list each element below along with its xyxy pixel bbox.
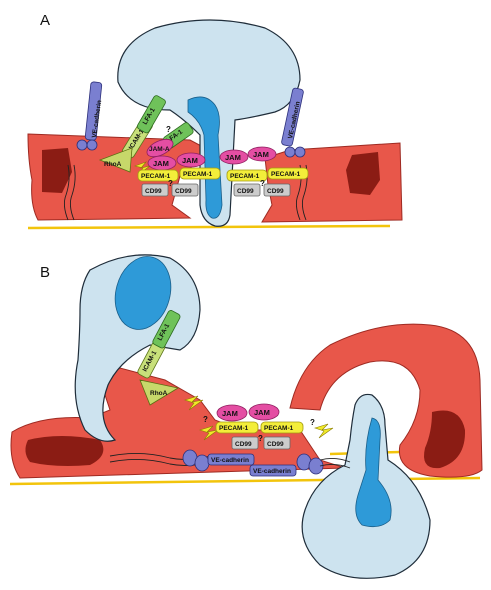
svg-text:?: ? [258,434,263,443]
endothelial-cell-right-a [262,143,402,222]
svg-text:CD99: CD99 [237,188,254,195]
panel-a-label: A [40,12,50,29]
ve-cadherin-label-b-1: VE-cadherin [211,457,249,464]
svg-text:RhoA: RhoA [104,161,122,168]
ve-cadherin-label-b-2: VE-cadherin [253,468,291,475]
signal-bolt-b-3 [315,424,333,438]
svg-text:CD99: CD99 [235,441,252,448]
svg-text:JAM: JAM [182,156,198,165]
question-a-1: ? [166,125,171,134]
svg-text:JAM: JAM [253,150,269,159]
svg-text:RhoA: RhoA [150,390,168,397]
svg-text:JAM: JAM [254,408,270,417]
question-b-3: ? [310,418,315,427]
svg-text:PECAM-1: PECAM-1 [183,171,213,178]
panel-b: B ICAM-1 LFA-1 RhoA JAM [10,250,482,578]
svg-text:PECAM-1: PECAM-1 [271,171,301,178]
jam-row-b: JAM JAM [217,404,279,421]
svg-text:JAM: JAM [222,409,238,418]
basement-membrane-a [28,226,390,228]
svg-text:PECAM-1: PECAM-1 [219,425,249,432]
svg-text:PECAM-1: PECAM-1 [141,173,171,180]
jam-a-label-a: JAM-A [149,146,170,153]
svg-text:PECAM-1: PECAM-1 [230,173,260,180]
svg-text:CD99: CD99 [267,188,284,195]
svg-text:CD99: CD99 [175,188,192,195]
panel-b-label: B [40,264,50,281]
svg-text:CD99: CD99 [145,188,162,195]
svg-text:PECAM-1: PECAM-1 [264,425,294,432]
svg-text:CD99: CD99 [267,441,284,448]
panel-a: A VE-cadherin VE-cadherin [28,12,402,228]
svg-text:JAM: JAM [153,159,169,168]
svg-text:JAM: JAM [225,153,241,162]
endothelial-nucleus-left-b [25,436,103,466]
question-b-1: ? [203,415,208,424]
